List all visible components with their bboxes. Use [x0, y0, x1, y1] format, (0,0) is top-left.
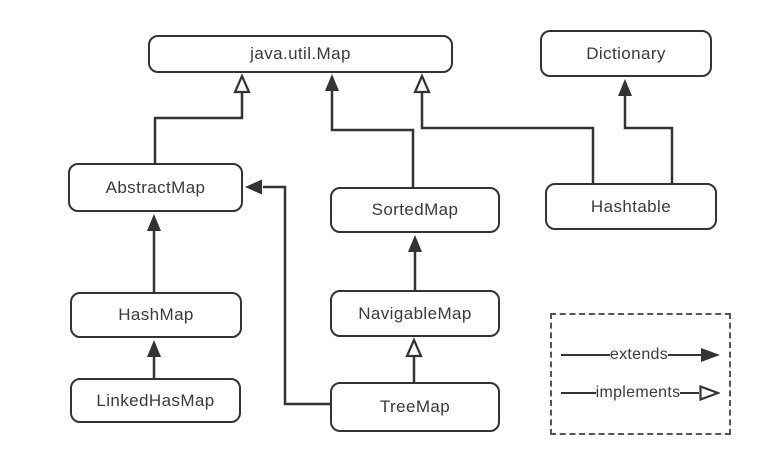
- arrowhead-implements-icon: [405, 337, 423, 358]
- node-hashtable[interactable]: Hashtable: [545, 183, 717, 230]
- node-label: HashMap: [118, 305, 194, 324]
- node-label: LinkedHasMap: [96, 390, 215, 410]
- node-label: java.util.Map: [250, 44, 351, 63]
- extends-arrow-icon: [701, 348, 721, 362]
- node-label: Dictionary: [586, 43, 666, 63]
- arrowhead-extends-icon: [325, 74, 339, 91]
- arrowhead-implements-icon: [413, 73, 431, 94]
- edge-abstractmap-implements-map: [153, 92, 244, 163]
- arrowhead-extends-icon: [245, 179, 262, 195]
- node-sortedmap[interactable]: SortedMap: [330, 187, 500, 233]
- legend-implements-label: implements: [595, 384, 681, 401]
- arrowhead-extends-icon: [618, 79, 632, 96]
- legend-row-implements: implements: [560, 384, 721, 402]
- node-label: Hashtable: [590, 196, 672, 216]
- node-label: TreeMap: [379, 397, 451, 416]
- node-java-util-map[interactable]: java.util.Map: [148, 35, 453, 73]
- arrowhead-extends-icon: [147, 214, 161, 231]
- legend: extends implements: [550, 313, 731, 435]
- node-abstractmap[interactable]: AbstractMap: [68, 163, 243, 212]
- node-hashmap[interactable]: HashMap: [70, 292, 242, 338]
- node-linkedhasmap[interactable]: LinkedHasMap: [70, 378, 241, 423]
- node-label: NavigableMap: [358, 303, 472, 323]
- implements-arrow-icon: [699, 385, 721, 401]
- edge-treemap-extends-abstractmap: [263, 185, 330, 406]
- edge-hashtable-implements-map: [420, 92, 595, 183]
- node-dictionary[interactable]: Dictionary: [540, 30, 712, 77]
- legend-extends-label: extends: [609, 346, 669, 363]
- legend-row-extends: extends: [560, 346, 721, 364]
- arrowhead-extends-icon: [408, 235, 422, 252]
- arrowhead-implements-icon: [233, 73, 251, 94]
- node-treemap[interactable]: TreeMap: [330, 382, 500, 432]
- node-navigablemap[interactable]: NavigableMap: [330, 290, 500, 337]
- edge-hashtable-extends-dictionary: [623, 96, 674, 183]
- legend-line: [560, 353, 610, 357]
- edge-sortedmap-extends-map: [330, 91, 415, 187]
- node-label: SortedMap: [371, 200, 459, 219]
- legend-line: [560, 391, 596, 395]
- node-label: AbstractMap: [105, 177, 206, 197]
- legend-line: [680, 391, 700, 395]
- arrowhead-extends-icon: [147, 340, 161, 357]
- legend-line: [668, 353, 702, 357]
